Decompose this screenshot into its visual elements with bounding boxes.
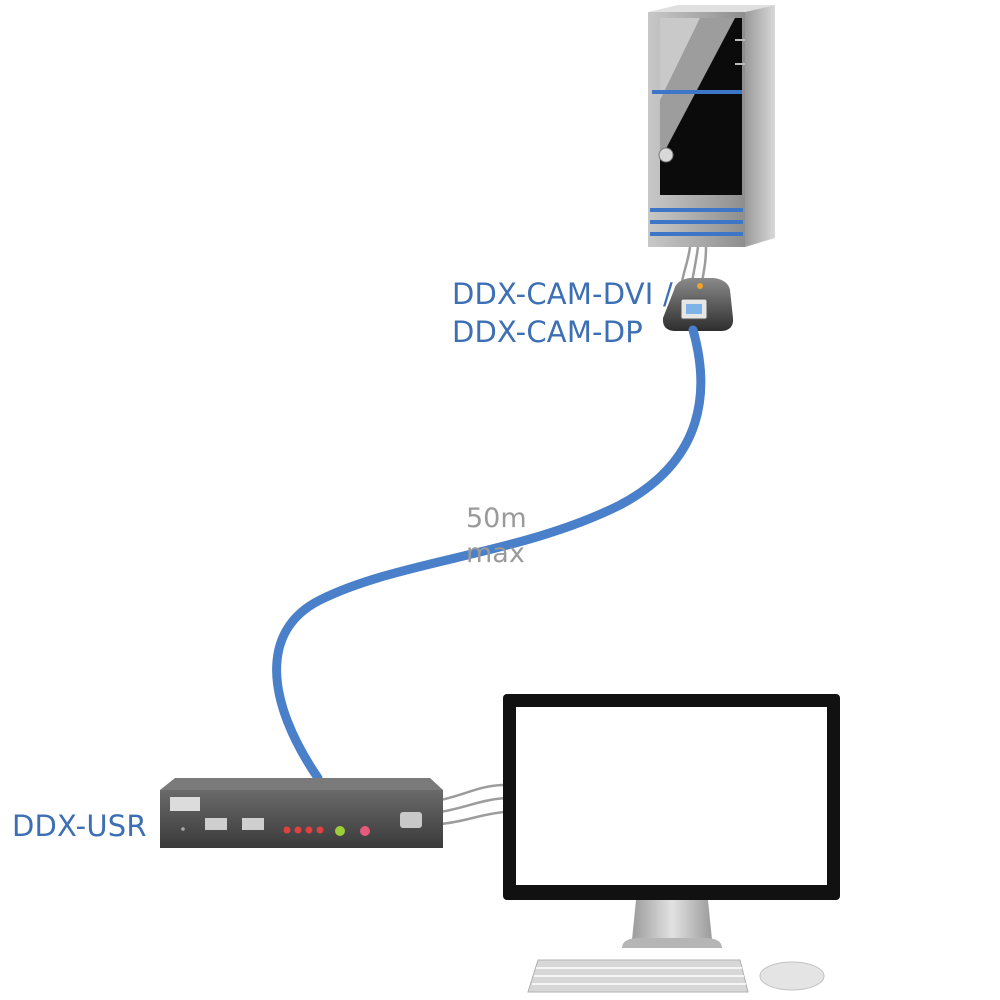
cable-length-line2: max [466, 538, 525, 569]
cable-length-line1: 50m [466, 503, 527, 534]
cam-module-icon [662, 278, 734, 331]
monitor-icon [503, 694, 840, 948]
cat-cable [272, 325, 706, 783]
cam-label-line1: DDX-CAM-DVI / [452, 277, 673, 311]
keyboard-icon [527, 959, 749, 993]
pc-tower-icon [648, 5, 775, 247]
usr-unit-icon [160, 778, 443, 848]
usr-label: DDX-USR [12, 809, 147, 843]
tower-cam-wires [680, 246, 708, 283]
usr-monitor-wires [439, 783, 506, 826]
cam-label-line2: DDX-CAM-DP [452, 315, 643, 349]
mouse-icon [759, 961, 825, 991]
